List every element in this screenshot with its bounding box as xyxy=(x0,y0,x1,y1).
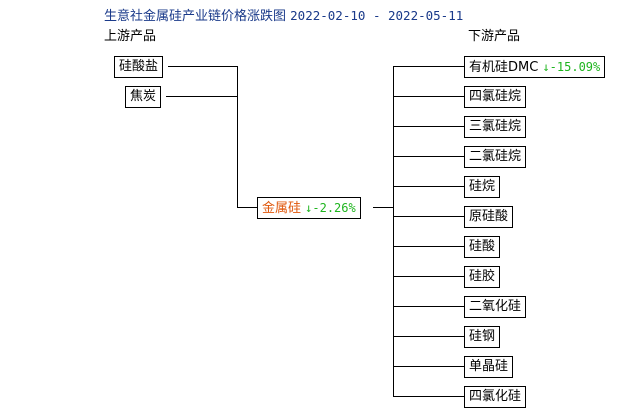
connector-center-to-downstream xyxy=(373,207,393,208)
downstream-node-6: 硅酸 xyxy=(464,236,501,258)
connector-downstream-trunk xyxy=(393,66,394,396)
downstream-node-3: 二氯硅烷 xyxy=(464,146,527,168)
connector-downstream-2 xyxy=(393,126,464,127)
upstream-node-silicate: 硅酸盐 xyxy=(114,56,164,78)
connector-downstream-7 xyxy=(393,276,464,277)
center-node-change: ↓-2.26% xyxy=(305,201,356,215)
downstream-node-2: 三氯硅烷 xyxy=(464,116,527,138)
downstream-node-4: 硅烷 xyxy=(464,176,501,198)
upstream-node-coke: 焦炭 xyxy=(125,86,162,108)
downstream-node-7: 硅胶 xyxy=(464,266,501,288)
connector-downstream-10 xyxy=(393,366,464,367)
connector-downstream-5 xyxy=(393,216,464,217)
connector-downstream-3 xyxy=(393,156,464,157)
downstream-node-dmc-change: ↓-15.09% xyxy=(542,60,601,74)
connector-downstream-6 xyxy=(393,246,464,247)
downstream-label: 下游产品 xyxy=(468,29,521,44)
connector-downstream-4 xyxy=(393,186,464,187)
downstream-node-1: 四氯硅烷 xyxy=(464,86,527,108)
connector-downstream-0 xyxy=(393,66,464,67)
connector-upstream-1 xyxy=(166,96,237,97)
title-date-range: 2022-02-10 - 2022-05-11 xyxy=(290,8,464,23)
downstream-node-5: 原硅酸 xyxy=(464,206,514,228)
connector-upstream-to-center xyxy=(237,207,257,208)
center-node-metal-silicon: 金属硅 ↓-2.26% xyxy=(257,197,361,219)
connector-upstream-trunk xyxy=(237,66,238,208)
downstream-node-10: 单晶硅 xyxy=(464,356,514,378)
upstream-label: 上游产品 xyxy=(104,29,157,44)
connector-downstream-8 xyxy=(393,306,464,307)
connector-downstream-11 xyxy=(393,396,464,397)
chart-title: 生意社金属硅产业链价格涨跌图 2022-02-10 - 2022-05-11 xyxy=(104,7,463,25)
downstream-node-11: 四氯化硅 xyxy=(464,386,527,408)
downstream-node-dmc: 有机硅DMC ↓-15.09% xyxy=(464,56,606,78)
downstream-node-8: 二氧化硅 xyxy=(464,296,527,318)
downstream-node-dmc-name: 有机硅DMC xyxy=(469,60,539,75)
title-text: 生意社金属硅产业链价格涨跌图 xyxy=(104,9,287,24)
downstream-node-9: 硅钢 xyxy=(464,326,501,348)
center-node-name: 金属硅 xyxy=(262,201,302,216)
connector-upstream-0 xyxy=(168,66,237,67)
connector-downstream-9 xyxy=(393,336,464,337)
connector-downstream-1 xyxy=(393,96,464,97)
